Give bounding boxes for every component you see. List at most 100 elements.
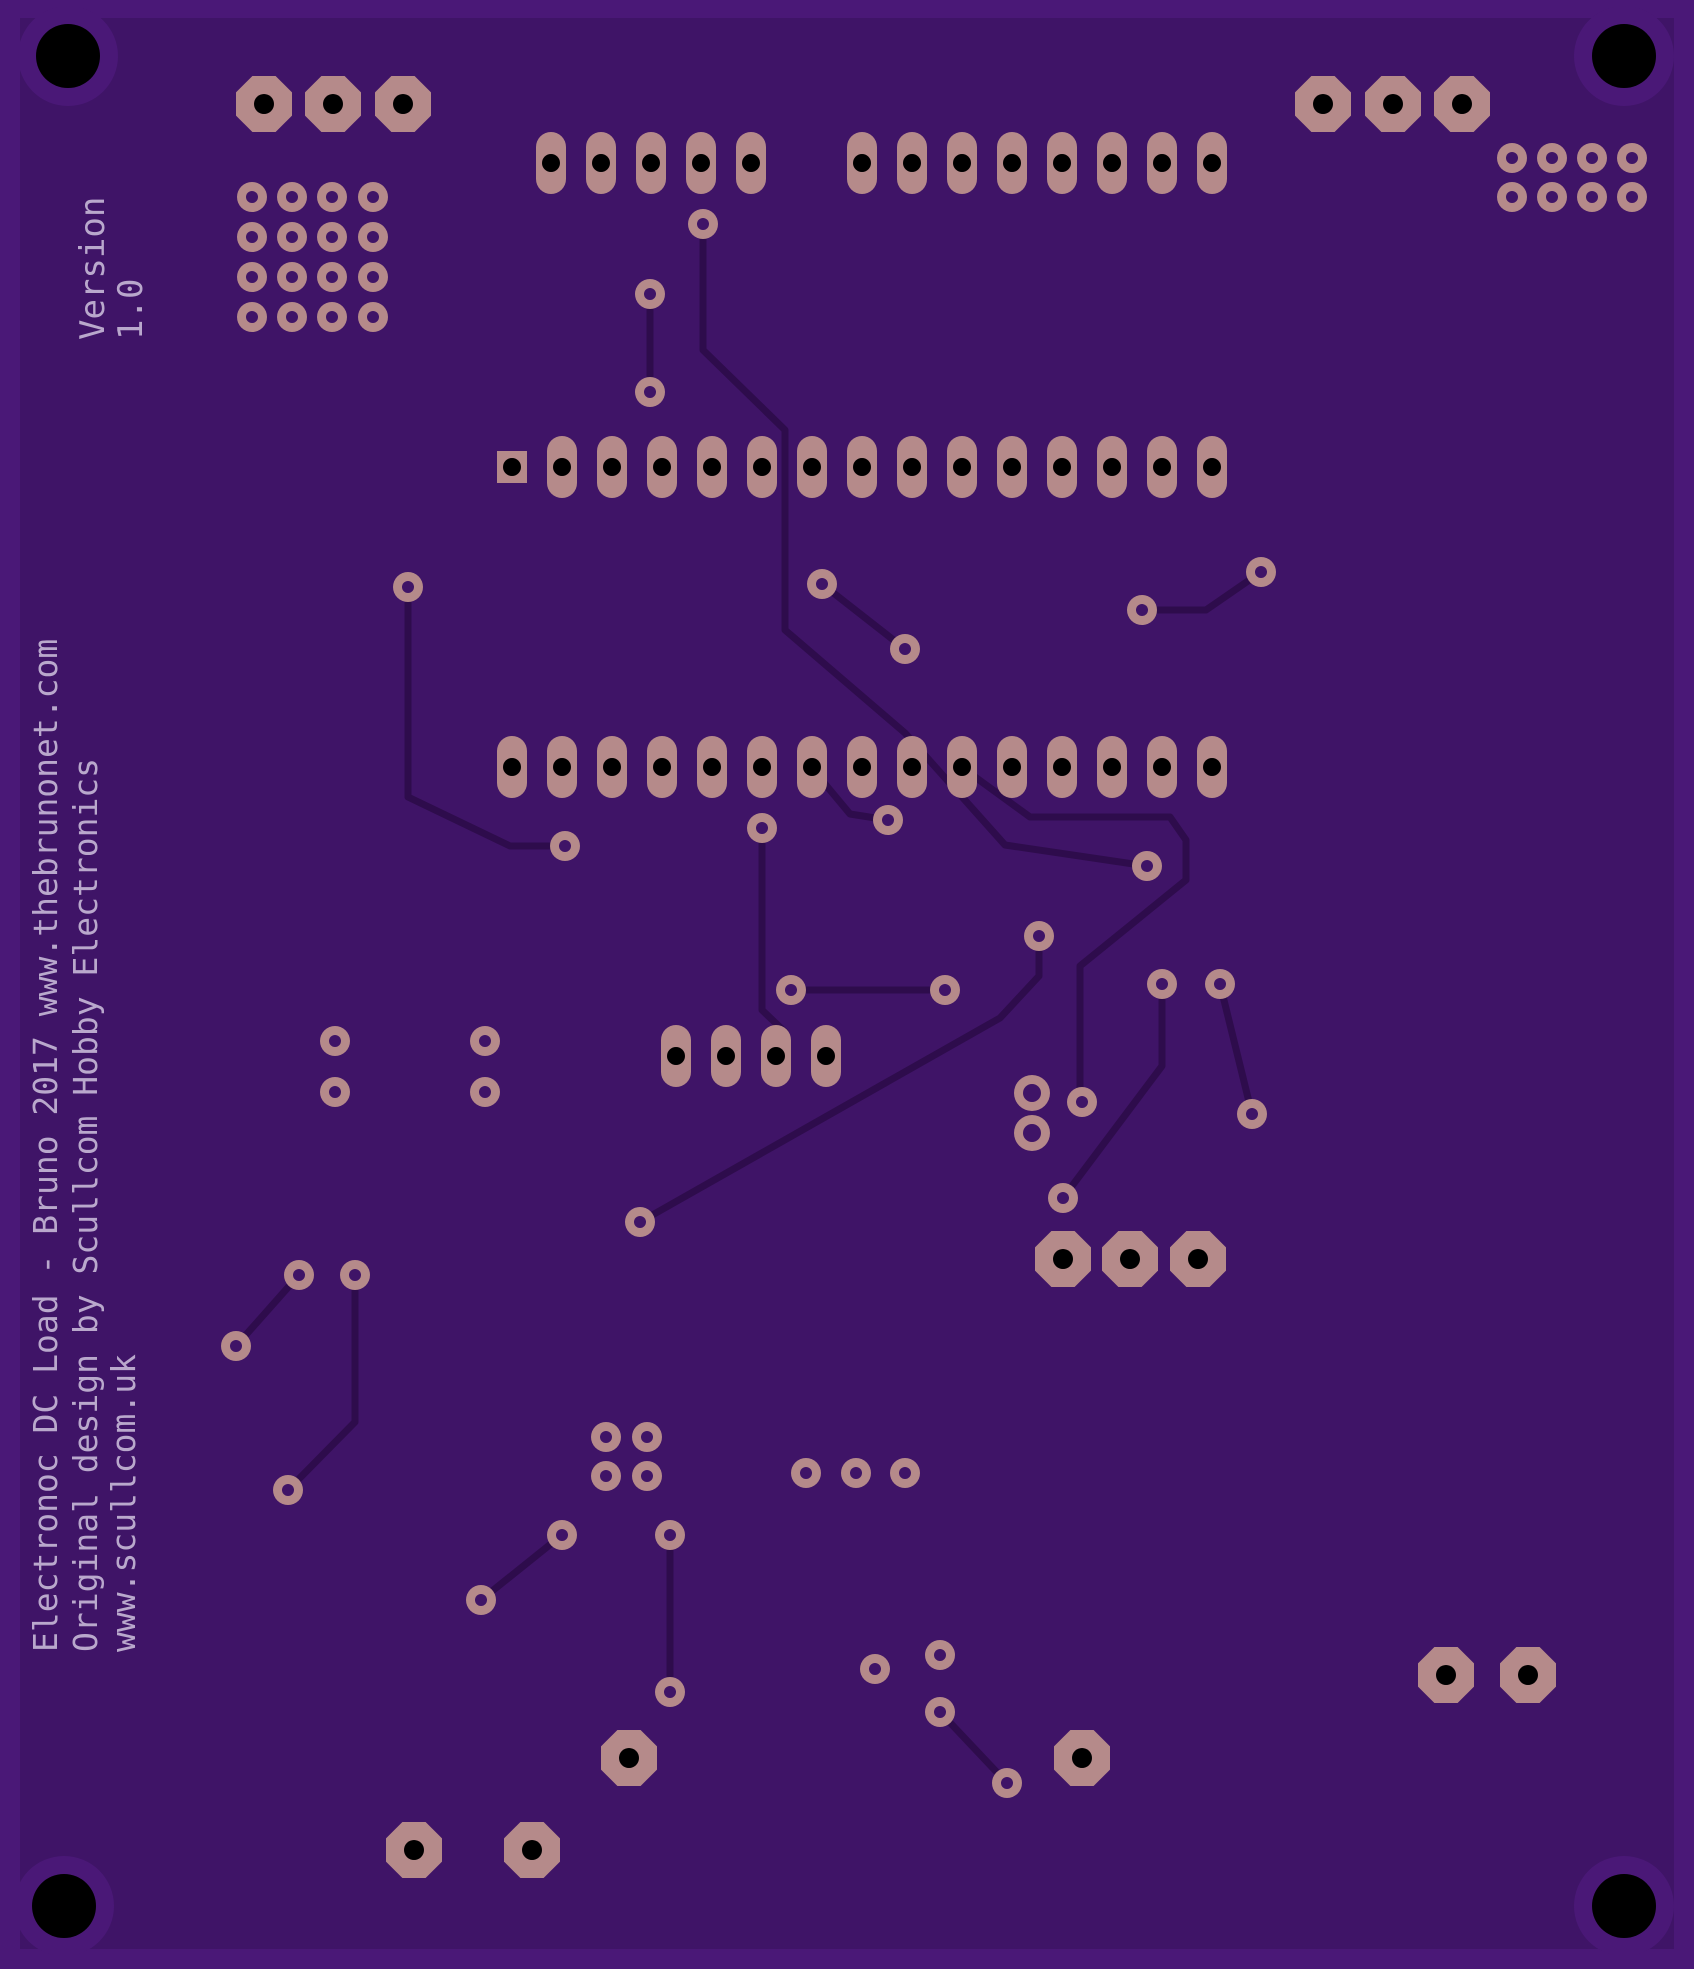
via xyxy=(747,813,777,843)
via xyxy=(635,279,665,309)
header-pad xyxy=(1047,132,1077,194)
version-label: Version xyxy=(73,197,113,340)
via xyxy=(776,975,806,1005)
terminal-pad xyxy=(1170,1231,1226,1287)
terminal-pad xyxy=(1418,1647,1474,1703)
via xyxy=(1497,143,1527,173)
terminal-pad xyxy=(601,1730,657,1786)
terminal-pad xyxy=(1054,1730,1110,1786)
terminal-pad xyxy=(1500,1647,1556,1703)
header-pad xyxy=(661,1025,691,1087)
via xyxy=(873,805,903,835)
header-pad xyxy=(997,736,1027,798)
header-pad xyxy=(547,736,577,798)
via xyxy=(550,831,580,861)
header-pad xyxy=(697,436,727,498)
header-pad xyxy=(1097,132,1127,194)
header-pad xyxy=(1047,736,1077,798)
header-pad xyxy=(811,1025,841,1087)
terminal-pad xyxy=(386,1822,442,1878)
via xyxy=(358,302,388,332)
terminal-pad xyxy=(1365,76,1421,132)
via xyxy=(1237,1099,1267,1129)
via xyxy=(841,1458,871,1488)
header-pad xyxy=(947,132,977,194)
via xyxy=(237,182,267,212)
header-pad xyxy=(1047,436,1077,498)
header-pad xyxy=(586,132,616,194)
header-pad xyxy=(597,736,627,798)
terminal-pad xyxy=(1035,1231,1091,1287)
via xyxy=(807,569,837,599)
board-surface xyxy=(20,18,1674,1949)
via xyxy=(1014,1115,1050,1151)
via xyxy=(317,182,347,212)
terminal-pad xyxy=(1434,76,1490,132)
via xyxy=(317,222,347,252)
via xyxy=(1048,1183,1078,1213)
via xyxy=(273,1475,303,1505)
header-pad xyxy=(1197,436,1227,498)
header-pad xyxy=(797,436,827,498)
via xyxy=(925,1697,955,1727)
via xyxy=(632,1422,662,1452)
header-pad xyxy=(647,736,677,798)
via xyxy=(1014,1075,1050,1111)
header-pad xyxy=(497,736,527,798)
header-pad xyxy=(847,436,877,498)
header-pad xyxy=(1147,436,1177,498)
via xyxy=(890,1458,920,1488)
via xyxy=(1067,1087,1097,1117)
header-pad xyxy=(897,436,927,498)
mounting-holes xyxy=(14,6,1674,1956)
via xyxy=(277,302,307,332)
header-pad xyxy=(847,132,877,194)
header-pad xyxy=(897,132,927,194)
vias xyxy=(221,143,1647,1798)
via xyxy=(466,1585,496,1615)
header-pad xyxy=(597,436,627,498)
via xyxy=(1617,182,1647,212)
via xyxy=(1024,921,1054,951)
header-pad xyxy=(997,436,1027,498)
credit-line-1: Electronoc DC Load - Bruno 2017 www.theb… xyxy=(26,639,65,1652)
via xyxy=(992,1768,1022,1798)
header-pad xyxy=(736,132,766,194)
via xyxy=(1577,182,1607,212)
via xyxy=(1246,557,1276,587)
header-pad xyxy=(947,736,977,798)
terminal-pad xyxy=(236,76,292,132)
via xyxy=(470,1077,500,1107)
via xyxy=(221,1331,251,1361)
via xyxy=(1127,595,1157,625)
header-pad xyxy=(1147,132,1177,194)
header-pad xyxy=(847,736,877,798)
via xyxy=(930,975,960,1005)
via xyxy=(688,209,718,239)
terminal-pad xyxy=(1295,76,1351,132)
via xyxy=(358,262,388,292)
via xyxy=(1497,182,1527,212)
via xyxy=(1147,969,1177,999)
header-pad xyxy=(1097,436,1127,498)
credit-line-3: www.scullcom.uk xyxy=(104,1354,143,1652)
via xyxy=(635,377,665,407)
header-pad xyxy=(1197,132,1227,194)
header-pad xyxy=(997,132,1027,194)
via xyxy=(237,262,267,292)
via xyxy=(393,572,423,602)
header-pad xyxy=(761,1025,791,1087)
via xyxy=(925,1640,955,1670)
via xyxy=(237,302,267,332)
via xyxy=(1537,182,1567,212)
via xyxy=(1205,969,1235,999)
header-pad xyxy=(636,132,666,194)
via xyxy=(860,1654,890,1684)
header-pad xyxy=(1197,736,1227,798)
via xyxy=(277,222,307,252)
header-pads xyxy=(497,132,1227,1087)
header-pad xyxy=(647,436,677,498)
pin1-square-pad xyxy=(497,451,527,483)
via xyxy=(317,302,347,332)
via xyxy=(358,222,388,252)
